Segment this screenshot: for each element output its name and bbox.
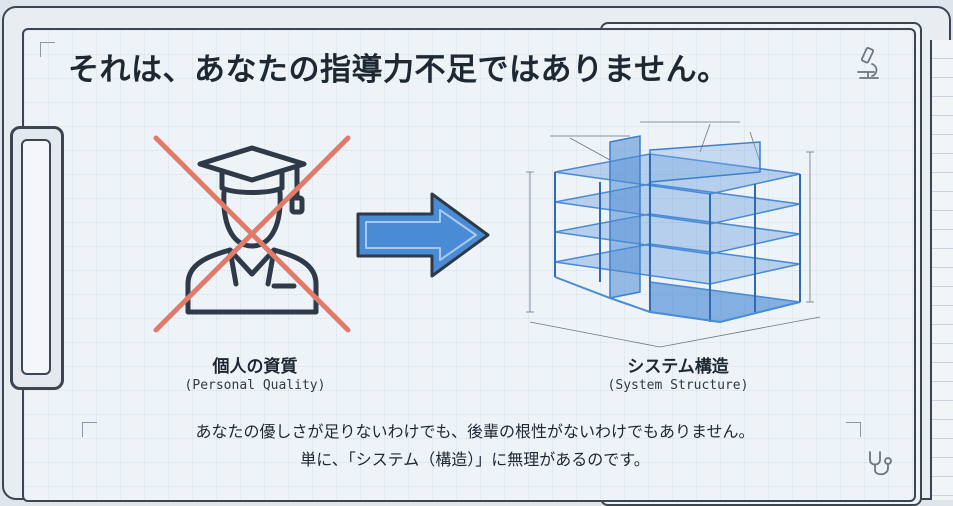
page-title: それは、あなたの指導力不足ではありません。 (68, 52, 729, 88)
caption-line-2: 単に、「システム（構造）」に無理があるのです。 (300, 450, 650, 469)
right-sublabel: (System Structure) (607, 378, 749, 393)
corner-bracket (82, 422, 97, 437)
clipboard-clip-inner (21, 139, 51, 375)
person-graduate-icon (185, 145, 319, 315)
cross-out-icon (153, 135, 351, 333)
right-label: システム構造 (627, 357, 729, 377)
arrow-right-icon (356, 192, 490, 278)
right-sheet (930, 40, 953, 500)
microscope-icon (857, 46, 879, 79)
caption-line-1: あなたの優しさが足りないわけでも、後輩の根性がないわけでもありません。 (195, 422, 755, 441)
corner-bracket (846, 422, 861, 437)
slide-paper (22, 28, 916, 502)
building-blueprint-icon (526, 121, 821, 348)
left-label: 個人の資質 (212, 357, 298, 377)
stethoscope-icon (869, 451, 892, 476)
left-sublabel: (Personal Quality) (184, 378, 326, 393)
corner-bracket (40, 42, 55, 57)
clipboard-clip (10, 126, 64, 390)
